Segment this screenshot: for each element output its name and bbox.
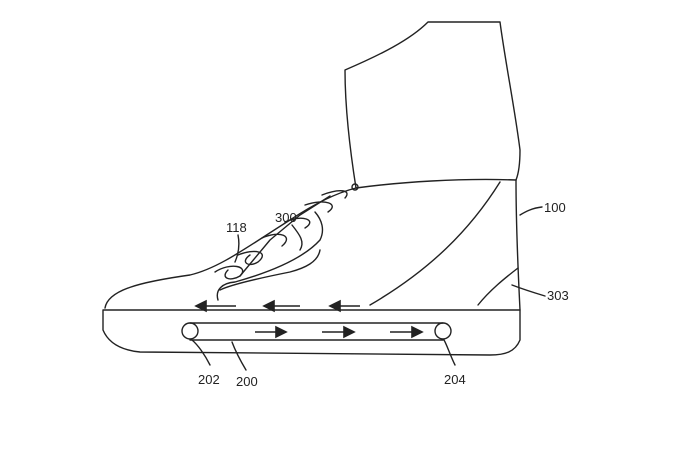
eyelet-icon (351, 183, 359, 191)
label-100: 100 (544, 200, 566, 215)
heel-channel (477, 267, 519, 306)
shoe-heel (515, 179, 521, 311)
leader-lines (191, 206, 546, 371)
upper-flow-arrows (194, 299, 360, 313)
shoe-upper (104, 187, 357, 309)
label-204: 204 (444, 372, 466, 387)
label-202: 202 (198, 372, 220, 387)
label-118: 118 (226, 220, 247, 235)
laces (214, 190, 348, 280)
label-303: 303 (547, 288, 569, 303)
upper-channel (216, 211, 324, 301)
foot-line (369, 181, 501, 306)
sole-tube (181, 322, 452, 341)
sole-flow-arrows (255, 325, 424, 339)
port-202-icon (181, 322, 199, 340)
port-204-icon (434, 322, 452, 340)
ankle-outline (344, 21, 521, 189)
shoe-collar (355, 178, 517, 189)
upper-channel-top (219, 249, 321, 291)
label-200: 200 (236, 374, 258, 389)
label-300: 300 (275, 210, 297, 225)
sole (102, 309, 521, 356)
